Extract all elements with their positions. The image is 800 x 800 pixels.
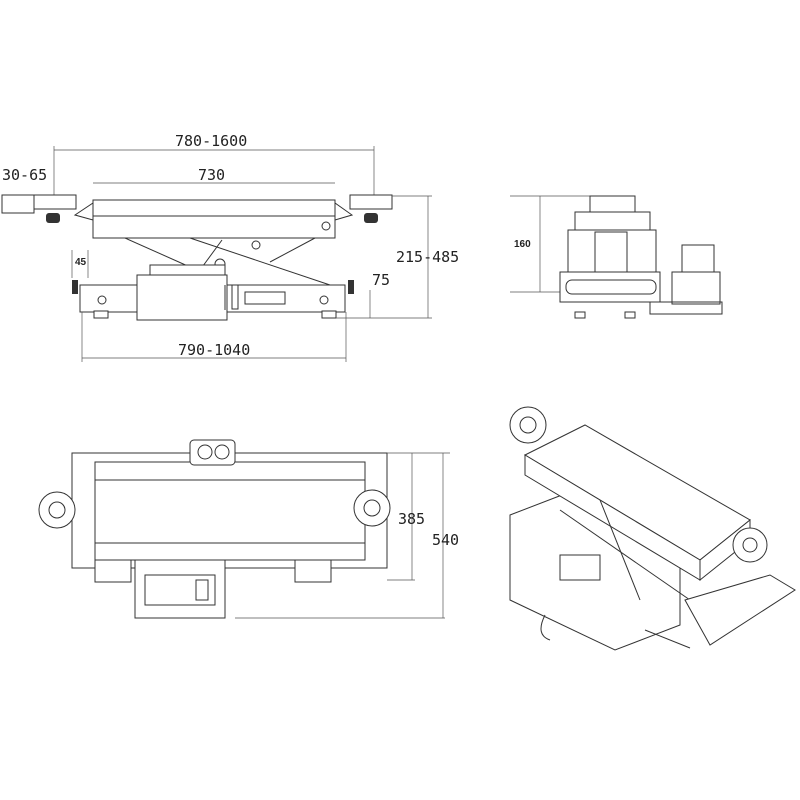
top-view: 385 540 [38,439,459,619]
dim-total-width: 780-1600 [175,132,247,150]
dim-base-height: 75 [372,271,390,289]
dim-table-width: 730 [198,166,225,184]
side-view: 160 [510,195,723,319]
dim-side-height: 160 [514,239,531,250]
dim-leg: 45 [75,257,87,268]
front-view: 780-1600 730 30-65 45 [1,132,459,362]
dim-outer-width: 540 [432,531,459,549]
dim-pad-offset: 30-65 [2,166,47,184]
dim-base-width: 790-1040 [178,341,250,359]
isometric-view [509,406,796,651]
dim-inner-width: 385 [398,510,425,528]
dim-height-range: 215-485 [396,248,459,266]
